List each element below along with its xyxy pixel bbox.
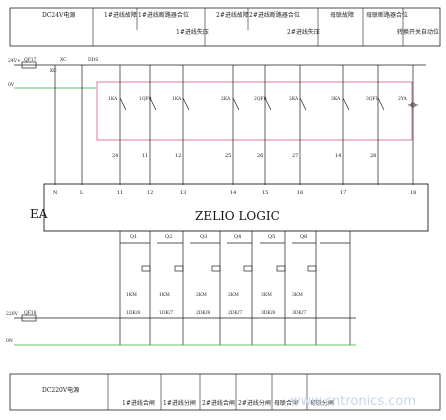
terminal-num-6: 27 (292, 153, 298, 159)
bottom-header-table: DC220V电源 1#进线合闸 1#进线分闸 2#进线合闸 2#进线分闸 母联合… (9, 373, 441, 411)
coil-dev-6: 3DK/7 (292, 310, 306, 316)
relay-label-7: 3KA (331, 96, 341, 102)
header-switch-auto: 转换开关自动位 (397, 28, 439, 36)
plc-in-9: 17 (340, 190, 346, 196)
label-kc: KC (50, 68, 57, 74)
plc-in-10: 18 (410, 190, 416, 196)
bottom-header-l1-close: 1#进线合闸 (122, 399, 155, 407)
plc-out-1: Q1 (130, 234, 137, 240)
coil-label-1: 1KM (126, 292, 137, 298)
label-24v: 24V+ (8, 58, 21, 64)
top-header-table: DC24V电源 1#进线故障 1#进线断路器合位 1#进线失压 2#进线故障 2… (9, 7, 441, 47)
terminal-num-4: 25 (225, 153, 231, 159)
header-l1-fault: 1#进线故障 (104, 11, 137, 19)
coil-dev-5: 3DK/8 (261, 310, 275, 316)
plc-block: N L 11 12 13 14 15 16 17 18 EA ZELIO LOG… (30, 183, 429, 232)
bottom-header-l1-open: 1#进线分闸 (163, 399, 196, 407)
plc-in-2: L (80, 190, 84, 196)
header-l1-breaker: 1#进线断路器合位 (138, 11, 189, 19)
plc-in-4: 12 (147, 190, 153, 196)
bottom-header-l2-open: 2#进线分闸 (238, 399, 271, 407)
relay-label-1: 1KA (108, 96, 118, 102)
plc-left-label: EA (30, 207, 48, 221)
bottom-header-l2-close: 2#进线合闸 (202, 399, 235, 407)
relay-label-9: 2YA (398, 96, 407, 102)
plc-in-1: N (53, 190, 58, 196)
relay-label-3: 1KA (172, 96, 182, 102)
coil-label-3: 2KM (196, 292, 207, 298)
bottom-header-dc220v: DC220V电源 (42, 386, 79, 394)
label-dds: DDS (88, 57, 98, 63)
header-dc24v: DC24V电源 (42, 11, 75, 19)
plc-out-2: Q2 (165, 234, 172, 240)
relay-label-4: 2KA (221, 96, 231, 102)
plc-in-7: 15 (262, 190, 268, 196)
bottom-header-bus-open: 母联分闸 (310, 399, 334, 407)
header-l2-breaker: 2#进线断路器合位 (249, 11, 300, 19)
coil-label-5: 3KM (261, 292, 272, 298)
bottom-header-bus-close: 母联合闸 (274, 399, 298, 407)
terminal-num-8: 28 (370, 153, 376, 159)
header-bus-breaker: 母联断路器合位 (366, 11, 408, 19)
top-branches: 1KA 1QF0 1KA 2KA 2QF0 2KA 3KA 3QF0 2YA 2… (54, 65, 418, 185)
terminal-num-3: 12 (175, 153, 181, 159)
relay-label-2: 1QF0 (139, 96, 152, 102)
header-l1-loss: 1#进线失压 (176, 28, 209, 36)
relay-label-6: 2KA (289, 96, 299, 102)
plc-in-8: 16 (297, 190, 303, 196)
plc-in-3: 11 (117, 190, 123, 196)
relay-label-8: 3QF0 (366, 96, 379, 102)
coil-dev-4: 2DK/7 (228, 310, 242, 316)
header-l2-loss: 2#进线失压 (287, 28, 320, 36)
label-qf17: QF17 (24, 57, 37, 63)
watermark: www.cntronics.com (290, 394, 416, 409)
plc-out-6: Q6 (300, 234, 307, 240)
label-220v: 220V (6, 311, 19, 317)
plc-outputs: Q1 Q2 Q3 Q4 Q5 Q6 1KM 1KM 2KM 2KM 3KM 3K… (119, 231, 351, 345)
plc-title: ZELIO LOGIC (195, 209, 280, 223)
label-xc: XC (60, 57, 67, 63)
plc-out-5: Q5 (268, 234, 275, 240)
dc24v-bus: 24V+ QF17 XC DDS KC 0V (8, 57, 426, 89)
terminal-num-7: 14 (335, 153, 341, 159)
plc-in-5: 13 (180, 190, 186, 196)
coil-label-4: 2KM (228, 292, 239, 298)
coil-label-2: 1KM (159, 292, 170, 298)
coil-dev-1: 1DK/8 (126, 310, 140, 316)
terminal-num-5: 26 (257, 153, 263, 159)
header-l2-fault: 2#进线故障 (216, 11, 249, 19)
relay-contact-box (96, 81, 413, 141)
relay-label-5: 2QF0 (254, 96, 267, 102)
terminal-num-2: 11 (142, 153, 148, 159)
coil-dev-3: 2DK/8 (196, 310, 210, 316)
coil-label-6: 3KM (292, 292, 303, 298)
plc-out-3: Q3 (200, 234, 207, 240)
label-0v: 0V (8, 82, 15, 88)
dc220v-bus: 220V QF18 0N (6, 310, 356, 346)
label-qf18: QF18 (24, 310, 37, 316)
header-bus-fault: 母联故障 (330, 11, 354, 19)
coil-dev-2: 1DK/7 (159, 310, 173, 316)
plc-out-4: Q4 (234, 234, 241, 240)
plc-in-6: 14 (230, 190, 236, 196)
terminal-num-1: 24 (112, 153, 118, 159)
label-0n: 0N (6, 338, 13, 344)
